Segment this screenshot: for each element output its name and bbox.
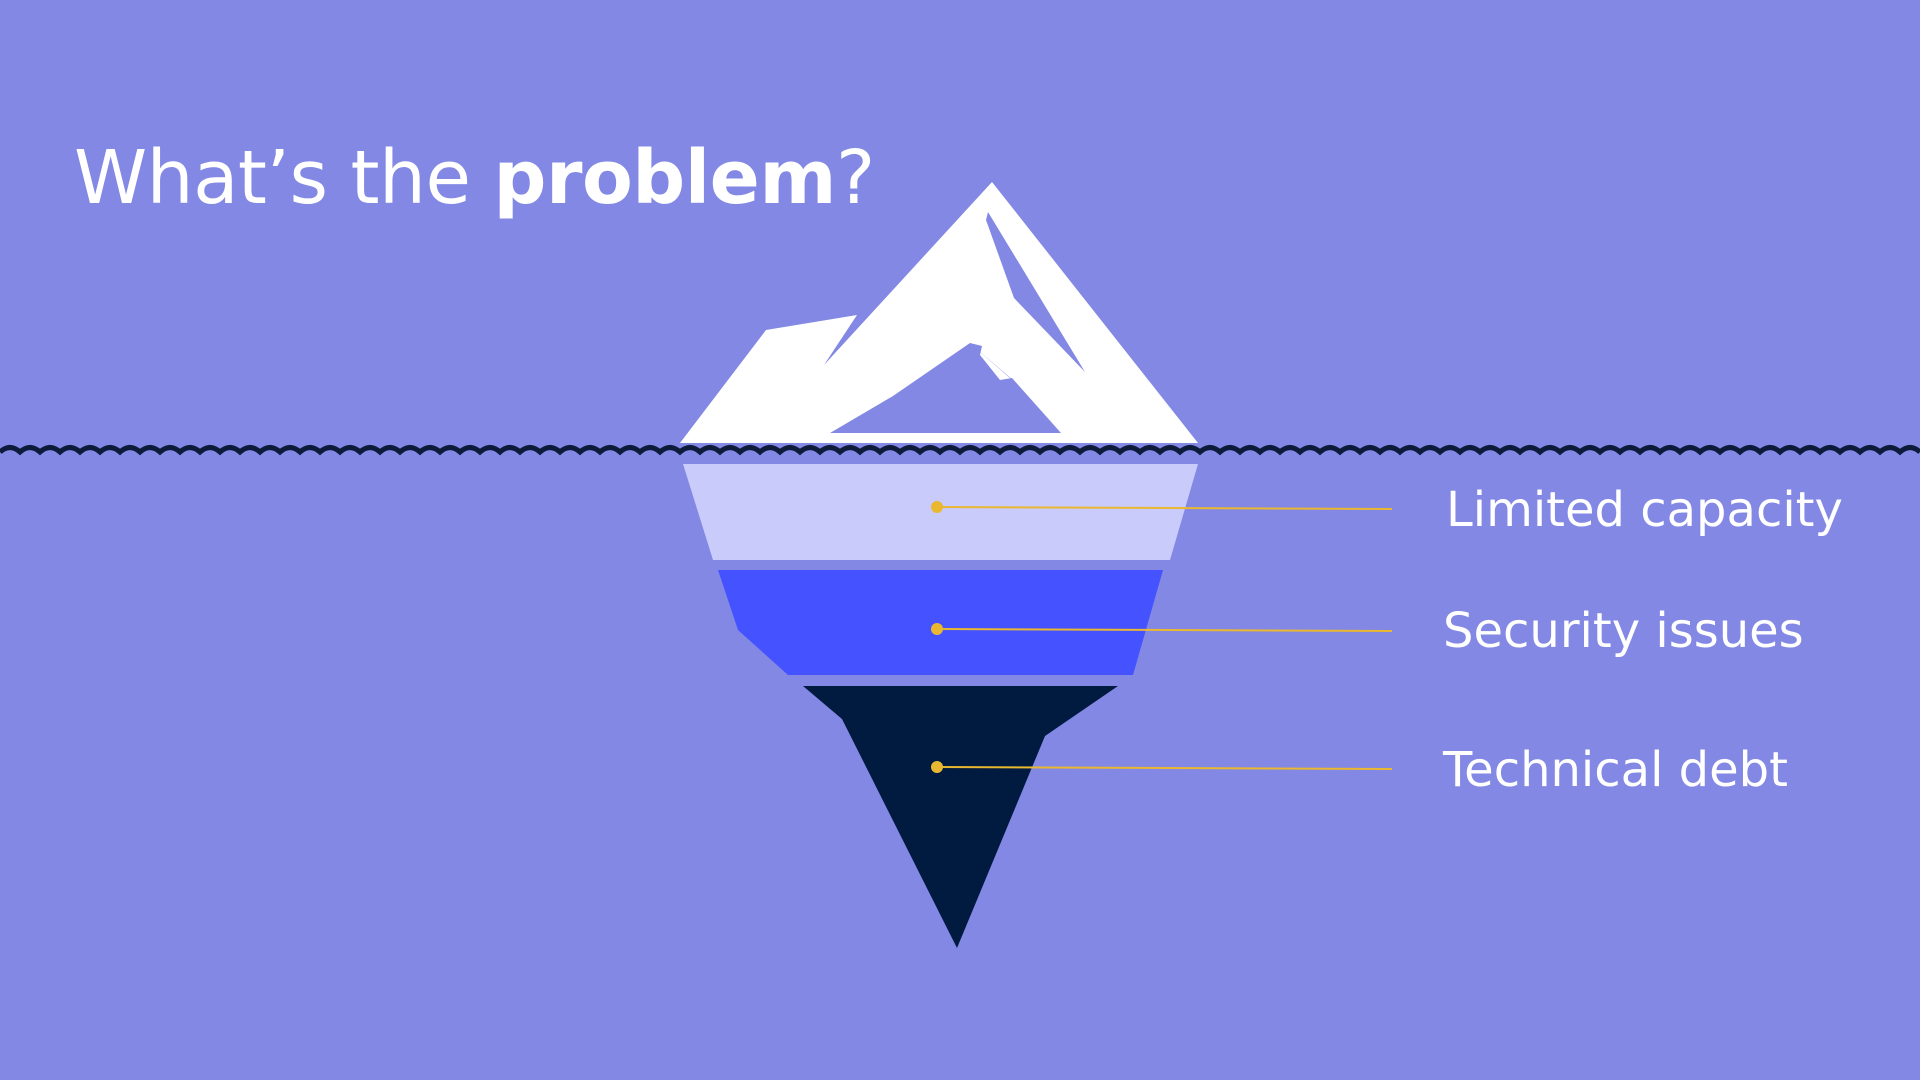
iceberg-layer-2 (718, 570, 1163, 675)
iceberg-tip-shape (680, 182, 1198, 443)
connector-line-limited-capacity (936, 506, 1393, 510)
connector-dot-limited-capacity (931, 501, 943, 513)
iceberg-tip-hollow (830, 343, 1061, 433)
label-technical-debt: Technical debt (1443, 742, 1788, 798)
title-suffix: ? (835, 135, 875, 221)
waterline (0, 445, 1920, 456)
label-limited-capacity: Limited capacity (1446, 482, 1843, 538)
iceberg-tip-crack (986, 212, 1085, 372)
title-emphasis: problem (493, 135, 837, 221)
connector-dot-security-issues (931, 623, 943, 635)
slide-title: What’s the problem? (74, 134, 875, 223)
connector-dot-technical-debt (931, 761, 943, 773)
title-prefix: What’s the (74, 135, 494, 221)
iceberg-tip-notch (972, 345, 1013, 380)
iceberg-layer-1 (683, 464, 1198, 560)
label-security-issues: Security issues (1443, 603, 1804, 659)
connectors (931, 501, 1393, 773)
iceberg-layer-3 (803, 686, 1118, 948)
connector-line-technical-debt (936, 766, 1393, 770)
iceberg-tip (680, 182, 1198, 443)
connector-line-security-issues (936, 628, 1393, 632)
